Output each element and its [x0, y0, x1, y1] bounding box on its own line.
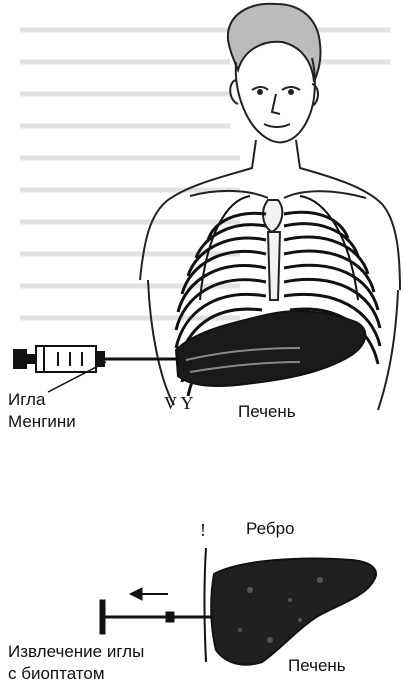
withdrawal-arrow — [130, 588, 168, 600]
liver-label-bottom: Печень — [288, 656, 346, 676]
rib-mark: ! — [200, 520, 206, 540]
rib-label: Ребро — [246, 519, 295, 539]
liver-section — [211, 559, 376, 665]
withdrawal-label-line1: Извлечение иглы — [8, 642, 144, 662]
rib-edge — [205, 548, 207, 662]
withdrawn-needle — [100, 600, 214, 634]
withdrawal-label-line2: с биоптатом — [8, 664, 105, 684]
